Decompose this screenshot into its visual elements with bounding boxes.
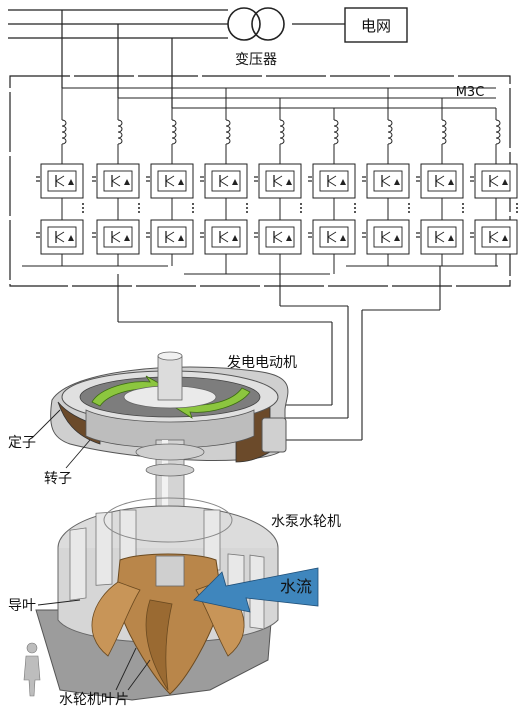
transformer-symbol	[227, 7, 285, 41]
submodule-lower	[254, 219, 302, 255]
ellipsis-dot	[192, 211, 194, 213]
converter-arm	[308, 108, 356, 274]
converter-arm	[200, 88, 248, 274]
submodule-upper	[254, 163, 302, 199]
submodule-upper	[416, 163, 464, 199]
guide-vane-label: 导叶	[8, 598, 36, 614]
ellipsis-dot	[408, 203, 410, 205]
ellipsis-dot	[516, 211, 518, 213]
ellipsis-dot	[462, 211, 464, 213]
submodule-lower	[470, 219, 518, 255]
transformer-label: 变压器	[235, 52, 277, 68]
arm-inductor-icon	[495, 119, 501, 145]
motor-generator-label: 发电电动机	[227, 355, 297, 371]
ellipsis-dot	[300, 211, 302, 213]
water-flow-label: 水流	[280, 577, 312, 596]
submodule-lower	[92, 219, 140, 255]
m3c-arms	[36, 88, 518, 274]
arm-inductor-icon	[441, 119, 447, 145]
stator-label: 定子	[8, 435, 36, 451]
arm-inductor-icon	[333, 119, 339, 145]
ellipsis-dot	[192, 203, 194, 205]
arm-inductor-icon	[387, 119, 393, 145]
converter-arm	[146, 108, 194, 266]
rotor-label: 转子	[44, 471, 72, 487]
submodule-lower	[416, 219, 464, 255]
ellipsis-dot	[82, 207, 84, 209]
ellipsis-dot	[82, 211, 84, 213]
converter-arm	[416, 98, 464, 266]
ellipsis-dot	[246, 211, 248, 213]
m3c-busbars	[62, 87, 496, 109]
rotor-leader	[65, 439, 91, 469]
m3c-output-lines	[22, 265, 498, 441]
runner-blade-leaders	[115, 647, 151, 691]
arm-inductor-icon	[171, 119, 177, 145]
submodule-lower	[362, 219, 410, 255]
converter-arm	[362, 88, 410, 266]
arm-inductor-icon	[279, 119, 285, 145]
submodule-upper	[92, 163, 140, 199]
submodule-upper	[146, 163, 194, 199]
converter-arm	[254, 98, 302, 274]
submodule-lower	[146, 219, 194, 255]
ellipsis-dot	[408, 207, 410, 209]
arm-inductor-icon	[117, 119, 123, 145]
submodule-lower	[36, 219, 84, 255]
ellipsis-dot	[192, 207, 194, 209]
ellipsis-dot	[516, 207, 518, 209]
grid-box	[344, 7, 408, 43]
ellipsis-dot	[138, 203, 140, 205]
submodule-upper	[200, 163, 248, 199]
ellipsis-dot	[354, 211, 356, 213]
submodule-upper	[308, 163, 356, 199]
submodule-upper	[362, 163, 410, 199]
arm-inductor-icon	[225, 119, 231, 145]
ellipsis-dot	[516, 203, 518, 205]
converter-arm	[36, 88, 84, 266]
ellipsis-dot	[300, 207, 302, 209]
pump-turbine	[35, 497, 279, 701]
converter-arm	[470, 108, 518, 266]
ellipsis-dot	[246, 207, 248, 209]
ellipsis-dot	[408, 211, 410, 213]
ellipsis-dot	[300, 203, 302, 205]
human-scale-figure	[23, 642, 41, 697]
ellipsis-dot	[354, 203, 356, 205]
ellipsis-dot	[354, 207, 356, 209]
ellipsis-dot	[246, 203, 248, 205]
pump-turbine-label: 水泵水轮机	[271, 514, 341, 530]
grid-connection	[8, 9, 345, 108]
submodule-lower	[200, 219, 248, 255]
m3c-label: M3C	[456, 85, 485, 100]
water-flow-arrow	[193, 567, 319, 613]
submodule-upper	[470, 163, 518, 199]
runner-blade-label: 水轮机叶片	[59, 692, 129, 708]
submodule-lower	[308, 219, 356, 255]
motor-generator	[50, 351, 289, 463]
arm-inductor-icon	[61, 119, 67, 145]
ellipsis-dot	[462, 203, 464, 205]
ellipsis-dot	[138, 207, 140, 209]
grid-label: 电网	[361, 17, 391, 35]
ellipsis-dot	[138, 211, 140, 213]
guide-vane-leader	[37, 599, 81, 606]
converter-arm	[92, 98, 140, 266]
submodule-upper	[36, 163, 84, 199]
ellipsis-dot	[82, 203, 84, 205]
stator-leader	[31, 409, 61, 439]
ellipsis-dot	[462, 207, 464, 209]
